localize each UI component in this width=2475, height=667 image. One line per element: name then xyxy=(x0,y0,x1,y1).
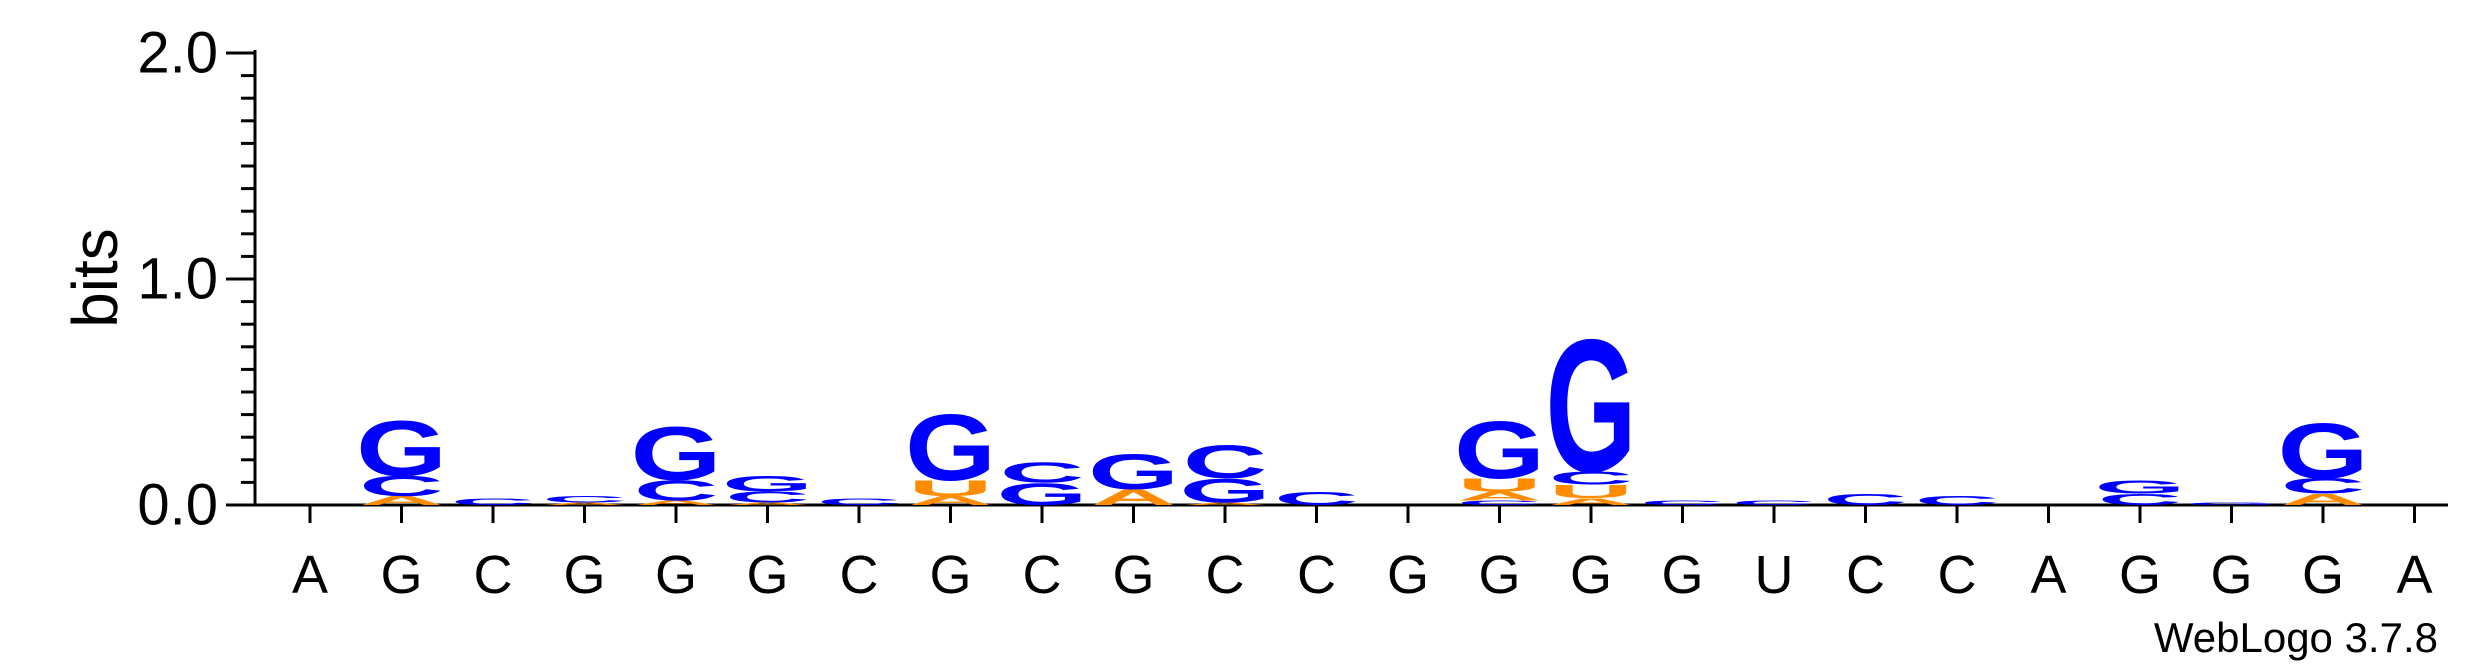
logo-letter-U: U xyxy=(1457,474,1542,495)
y-tick-label: 1.0 xyxy=(137,247,218,312)
x-tick-label: G xyxy=(1478,545,1520,605)
logo-letter-C: C xyxy=(725,488,810,506)
logo-letter-G: G xyxy=(996,477,1087,512)
logo-letter-C: C xyxy=(1000,457,1085,489)
y-tick-label: 2.0 xyxy=(137,21,218,86)
x-tick-label: G xyxy=(1570,545,1612,605)
x-tick-label: G xyxy=(655,545,697,605)
logo-letter-C: C xyxy=(1915,494,2000,508)
x-tick-label: C xyxy=(1938,545,1977,605)
x-tick-label: G xyxy=(380,545,422,605)
logo-letter-G: G xyxy=(356,405,447,493)
logo-letter-C: C xyxy=(1183,435,1268,488)
logo-letter-A: A xyxy=(1183,502,1268,506)
x-tick-label: A xyxy=(292,545,328,605)
x-tick-label: A xyxy=(2030,545,2066,605)
x-tick-label: C xyxy=(1297,545,1336,605)
logo-letter-G: G xyxy=(905,395,996,501)
logo-letter-U: U xyxy=(908,476,993,501)
logo-letter-A: A xyxy=(359,494,444,508)
logo-letter-A: A xyxy=(1549,496,1634,507)
y-axis-label: bits xyxy=(59,228,131,328)
logo-letter-C: C xyxy=(542,494,627,505)
x-tick-label: U xyxy=(1755,545,1794,605)
logo-letter-G: G xyxy=(630,412,721,496)
logo-letter-G: G xyxy=(2277,408,2368,496)
x-tick-label: G xyxy=(1112,545,1154,605)
logo-letter-A: A xyxy=(908,494,993,508)
logo-letter-C: C xyxy=(359,471,444,503)
logo-letter-C: C xyxy=(634,475,719,507)
logo-letter-C: C xyxy=(2098,491,2183,509)
x-tick-label: G xyxy=(1387,545,1429,605)
x-tick-label: G xyxy=(563,545,605,605)
x-tick-label: G xyxy=(1661,545,1703,605)
logo-letter-A: A xyxy=(1091,485,1176,510)
logo-letter-G: G xyxy=(1179,472,1270,511)
x-tick-label: C xyxy=(840,545,879,605)
x-tick-label: C xyxy=(474,545,513,605)
logo-letter-C: C xyxy=(451,496,536,507)
logo-letter-C: C xyxy=(1549,468,1634,489)
x-tick-label: G xyxy=(746,545,788,605)
y-tick-label: 0.0 xyxy=(137,473,218,538)
logo-letter-G: G xyxy=(1545,300,1636,512)
logo-letter-C: C xyxy=(1640,499,1725,506)
logo-letter-C: C xyxy=(1732,499,1817,506)
logo-letter-C: C xyxy=(2281,474,2366,499)
logo-letter-A: A xyxy=(542,502,627,506)
x-tick-label: C xyxy=(1206,545,1245,605)
logo-letter-C: C xyxy=(817,496,902,507)
logo-letter-G: G xyxy=(722,472,813,497)
x-tick-label: G xyxy=(2210,545,2252,605)
x-tick-label: G xyxy=(2302,545,2344,605)
logo-letter-C: C xyxy=(1274,488,1359,509)
logo-letter-A: A xyxy=(1457,489,1542,503)
logo-letter-A: A xyxy=(2281,491,2366,509)
logo-letter-C: C xyxy=(1457,499,1542,506)
x-tick-label: C xyxy=(1846,545,1885,605)
x-tick-label: G xyxy=(929,545,971,605)
logo-letter-G: G xyxy=(2186,502,2277,506)
x-tick-label: G xyxy=(2119,545,2161,605)
logo-letter-A: A xyxy=(725,502,810,506)
logo-letter-C: C xyxy=(1823,491,1908,509)
logo-letter-U: U xyxy=(1549,481,1634,502)
y-axis: 0.0 1.0 2.0 bits xyxy=(59,21,257,538)
logo-letter-G: G xyxy=(1088,444,1179,501)
logo-letter-A: A xyxy=(634,499,719,506)
x-tick-label: C xyxy=(1023,545,1062,605)
logo-letter-G: G xyxy=(2094,477,2185,498)
logo-letter-G: G xyxy=(1454,404,1545,496)
weblogo-credit: WebLogo 3.7.8 xyxy=(2154,614,2438,661)
x-tick-label: A xyxy=(2396,545,2432,605)
